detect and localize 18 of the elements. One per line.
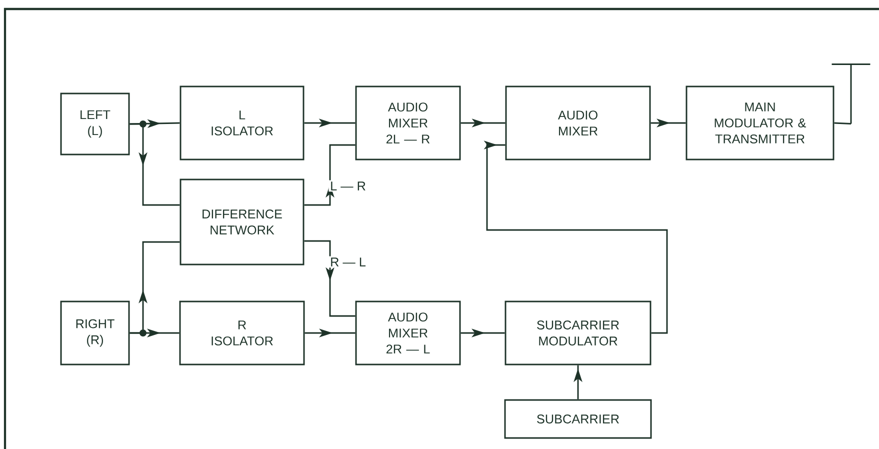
block-box: MAIN MODULATOR & TRANSMITTER: [686, 86, 834, 160]
block-box: DIFFERENCE NETWORK: [180, 178, 304, 266]
block-box: AUDIO MIXER: [505, 86, 651, 160]
edge-label: R — L: [328, 256, 368, 268]
block-box: AUDIO MIXER 2R — L: [355, 300, 461, 366]
block-box: RIGHT (R): [60, 300, 130, 366]
block-box: R ISOLATOR: [179, 300, 305, 366]
block-box: SUBCARRIER MODULATOR: [504, 300, 652, 366]
block-box: AUDIO MIXER 2L — R: [355, 86, 461, 160]
block-box: SUBCARRIER: [504, 399, 652, 439]
edge-label: L — R: [328, 180, 368, 192]
arrow: [484, 140, 668, 334]
arrow: [130, 241, 180, 334]
block-box: LEFT (L): [60, 92, 130, 156]
block-box: L ISOLATOR: [180, 86, 304, 160]
arrow: [304, 240, 356, 317]
arrow: [130, 123, 180, 206]
antenna-drawing: [831, 64, 871, 124]
